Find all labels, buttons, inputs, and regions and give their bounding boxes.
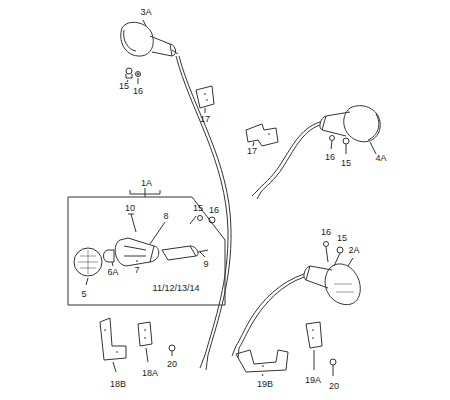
bolt-callout: 15 [193, 203, 203, 213]
lamp-callout: 4A [375, 153, 386, 163]
assembly-callout: 1A [68, 178, 225, 188]
bolt-callout: 15 [341, 158, 351, 168]
stem-callout: 9 [203, 259, 208, 269]
rear-left-signal [304, 264, 360, 305]
washer-callout: 16 [321, 227, 331, 237]
bracket-callout: 17 [247, 146, 257, 156]
bracket-callout: 19B [257, 379, 273, 389]
wire-callout: 11/12/13/14 [153, 283, 200, 293]
washer-callout: 16 [325, 152, 335, 162]
washer-callout: 16 [209, 205, 219, 215]
rear-right-signal [320, 106, 380, 142]
nut-callout: 20 [329, 381, 339, 391]
bolt-callout: 15 [337, 233, 347, 243]
washer-callout: 16 [133, 86, 143, 96]
housing-callout: 8 [163, 211, 168, 221]
front-left-signal [121, 22, 178, 56]
assembly-outline [68, 197, 225, 305]
lamp-callout: 2A [348, 245, 359, 255]
screw-callout: 10 [125, 203, 135, 213]
bracket-callout: 18A [142, 368, 158, 378]
lens-callout: 5 [81, 289, 86, 299]
assembly-group: 1A [68, 178, 225, 306]
bolt-callout: 15 [119, 81, 129, 91]
bracket-callout: 19A [305, 375, 321, 385]
bracket-callout: 17 [200, 114, 210, 124]
bulb-callout: 6A [107, 267, 118, 277]
lamp-callout: 3A [140, 7, 151, 17]
bracket-callout: 18B [110, 379, 126, 389]
socket-callout: 7 [134, 265, 139, 275]
nut-callout: 20 [167, 359, 177, 369]
